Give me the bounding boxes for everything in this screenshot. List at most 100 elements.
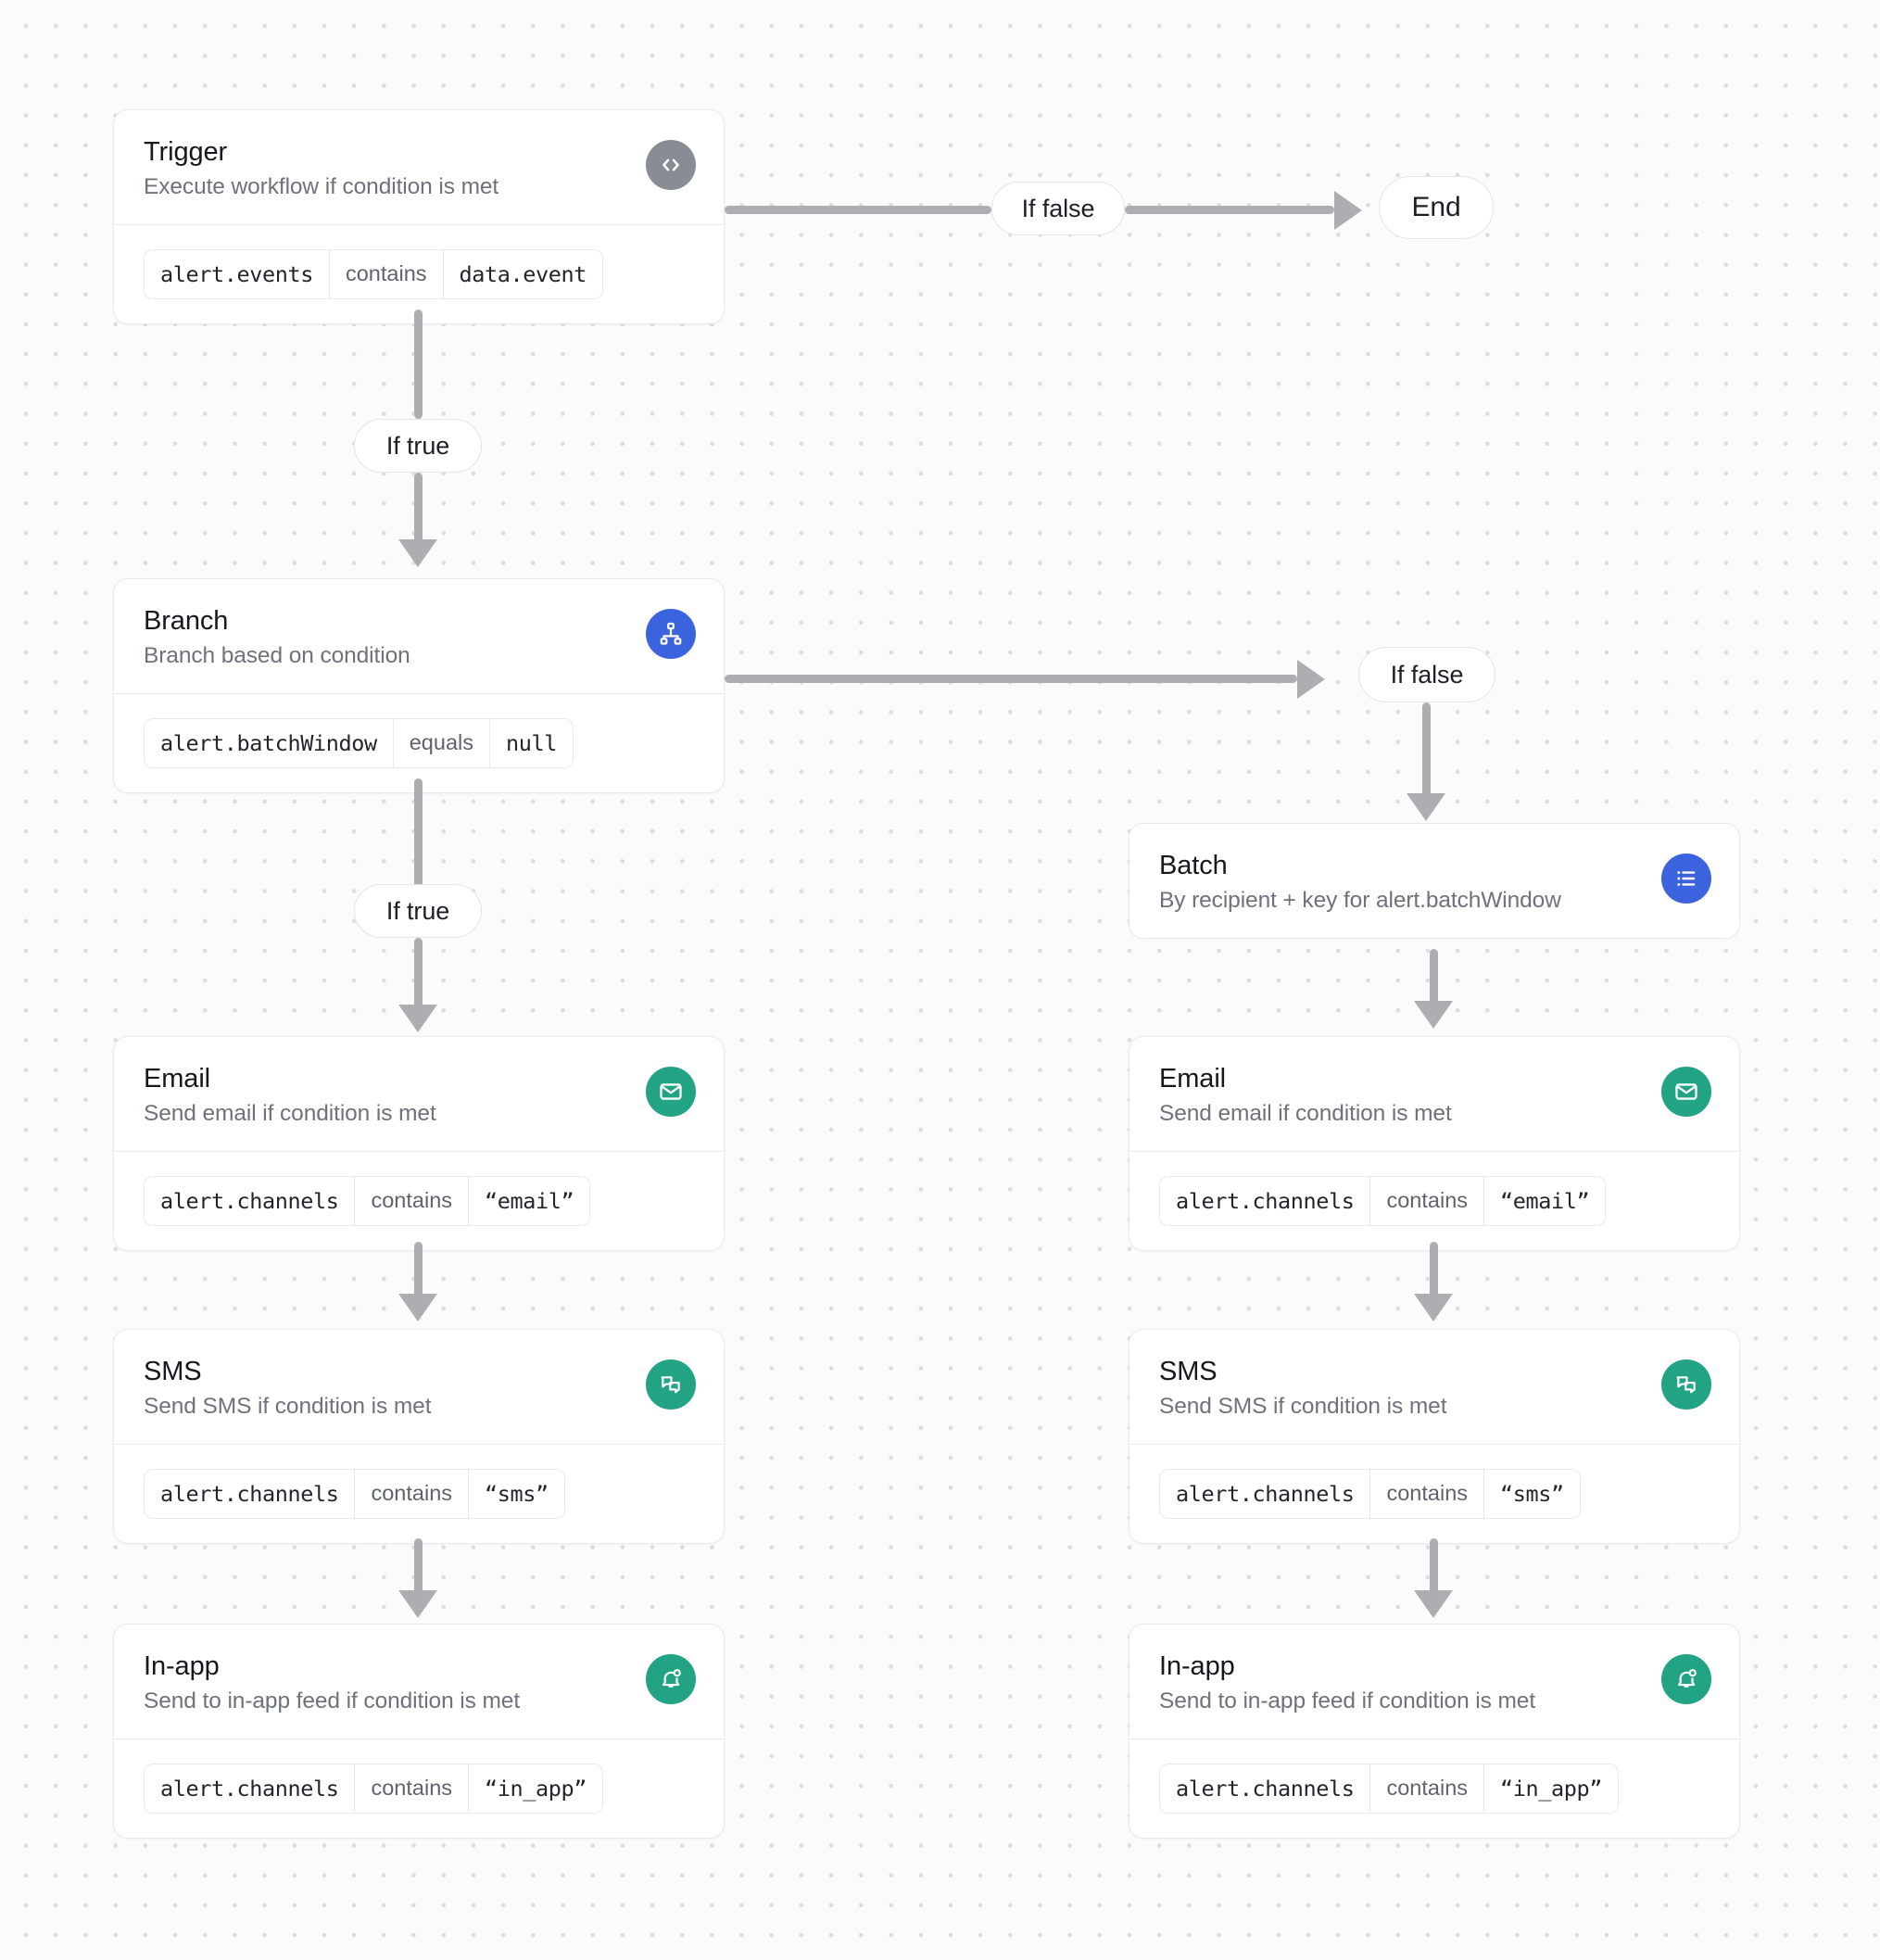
condition-operator: contains	[328, 249, 444, 298]
arrowhead-to-sms-right	[1414, 1294, 1453, 1321]
node-branch[interactable]: Branch Branch based on condition alert.b…	[113, 578, 725, 793]
node-inapp-right-body: alert.channels contains “in_app”	[1129, 1738, 1739, 1838]
bell-badge-icon	[1661, 1654, 1711, 1704]
node-email-right-header: Email Send email if condition is met	[1129, 1037, 1739, 1151]
node-inapp-right-description: Send to in-app feed if condition is met	[1159, 1688, 1536, 1714]
pill-end[interactable]: End	[1379, 176, 1494, 239]
condition-operator: contains	[354, 1469, 470, 1518]
node-email-right-title: Email	[1159, 1064, 1227, 1094]
condition-operator: contains	[354, 1764, 470, 1813]
condition-chip[interactable]: alert.channels contains “email”	[144, 1175, 591, 1226]
condition-field: alert.channels	[1176, 1480, 1355, 1507]
connector-batch-to-email	[1430, 949, 1438, 1006]
node-email-left-body: alert.channels contains “email”	[114, 1150, 724, 1250]
list-icon	[1661, 854, 1711, 904]
condition-chip[interactable]: alert.events contains data.event	[144, 248, 603, 299]
node-sms-left-header: SMS Send SMS if condition is met	[114, 1330, 724, 1444]
condition-operator: contains	[1369, 1764, 1485, 1813]
connector-iffalse-to-end	[1125, 206, 1334, 214]
envelope-icon	[646, 1067, 696, 1117]
node-email-left-description: Send email if condition is met	[144, 1101, 436, 1127]
node-branch-header: Branch Branch based on condition	[114, 579, 724, 693]
node-trigger-description: Execute workflow if condition is met	[144, 174, 499, 200]
node-trigger[interactable]: Trigger Execute workflow if condition is…	[113, 109, 725, 324]
condition-value: “sms”	[1500, 1480, 1564, 1507]
connector-iftrue-to-email	[414, 938, 423, 1012]
arrowhead-to-sms-left	[398, 1294, 437, 1321]
node-inapp-left-body: alert.channels contains “in_app”	[114, 1738, 724, 1838]
condition-chip[interactable]: alert.channels contains “email”	[1159, 1175, 1607, 1226]
condition-field: alert.channels	[160, 1187, 339, 1214]
connector-trigger-to-iffalse	[725, 206, 991, 214]
chat-bubbles-icon	[1661, 1359, 1711, 1410]
condition-field: alert.events	[160, 260, 313, 287]
condition-field: alert.batchWindow	[160, 729, 377, 756]
condition-operator: contains	[354, 1176, 470, 1225]
condition-value: null	[505, 729, 557, 756]
condition-value: “email”	[485, 1187, 574, 1214]
connector-iffalse-to-batch	[1422, 702, 1431, 803]
node-sms-right-header: SMS Send SMS if condition is met	[1129, 1330, 1739, 1444]
arrowhead-to-inapp-right	[1414, 1590, 1453, 1618]
connector-sms-to-inapp-right	[1430, 1538, 1438, 1596]
connector-branch-to-iffalse	[725, 675, 1297, 683]
node-email-right-description: Send email if condition is met	[1159, 1101, 1452, 1127]
node-trigger-header: Trigger Execute workflow if condition is…	[114, 110, 724, 224]
node-branch-body: alert.batchWindow equals null	[114, 692, 724, 792]
connector-branch-to-iftrue	[414, 778, 423, 888]
node-batch[interactable]: Batch By recipient + key for alert.batch…	[1129, 823, 1740, 939]
condition-operator: contains	[1369, 1176, 1485, 1225]
condition-value: “in_app”	[485, 1775, 587, 1802]
connector-email-to-sms-left	[414, 1242, 423, 1299]
node-inapp-left-header: In-app Send to in-app feed if condition …	[114, 1625, 724, 1739]
condition-value: “sms”	[485, 1480, 549, 1507]
condition-field: alert.channels	[160, 1775, 339, 1802]
arrowhead-to-end	[1334, 191, 1362, 230]
pill-branch-if-true[interactable]: If true	[354, 884, 482, 938]
node-inapp-right-title: In-app	[1159, 1651, 1235, 1681]
node-sms-right-title: SMS	[1159, 1357, 1218, 1386]
condition-chip[interactable]: alert.channels contains “sms”	[144, 1468, 565, 1519]
arrowhead-to-branch-iffalse	[1297, 660, 1325, 699]
arrowhead-to-email-left	[398, 1005, 437, 1032]
node-inapp-left[interactable]: In-app Send to in-app feed if condition …	[113, 1624, 725, 1839]
code-brackets-icon	[646, 140, 696, 190]
condition-operator: contains	[1369, 1469, 1485, 1518]
condition-chip[interactable]: alert.channels contains “in_app”	[1159, 1763, 1620, 1814]
node-branch-title: Branch	[144, 606, 229, 636]
node-batch-description: By recipient + key for alert.batchWindow	[1159, 888, 1561, 914]
condition-field: alert.channels	[1176, 1187, 1355, 1214]
arrowhead-to-inapp-left	[398, 1590, 437, 1618]
arrowhead-to-batch	[1407, 793, 1445, 821]
condition-operator: equals	[392, 718, 490, 767]
condition-chip[interactable]: alert.channels contains “sms”	[1159, 1468, 1581, 1519]
node-sms-right-body: alert.channels contains “sms”	[1129, 1443, 1739, 1543]
node-inapp-right[interactable]: In-app Send to in-app feed if condition …	[1129, 1624, 1740, 1839]
node-email-left-header: Email Send email if condition is met	[114, 1037, 724, 1151]
connector-iftrue-to-branch	[414, 473, 423, 547]
node-trigger-body: alert.events contains data.event	[114, 223, 724, 323]
condition-value: “email”	[1500, 1187, 1590, 1214]
pill-trigger-if-false[interactable]: If false	[991, 182, 1125, 235]
hierarchy-icon	[646, 609, 696, 659]
arrowhead-to-email-right	[1414, 1001, 1453, 1029]
node-sms-left-title: SMS	[144, 1357, 202, 1386]
node-branch-description: Branch based on condition	[144, 643, 410, 669]
connector-sms-to-inapp-left	[414, 1538, 423, 1596]
condition-chip[interactable]: alert.batchWindow equals null	[144, 717, 574, 768]
pill-branch-if-false[interactable]: If false	[1358, 647, 1495, 702]
node-sms-left-description: Send SMS if condition is met	[144, 1394, 432, 1420]
condition-field: alert.channels	[1176, 1775, 1355, 1802]
node-sms-left[interactable]: SMS Send SMS if condition is met alert.c…	[113, 1329, 725, 1544]
condition-value: data.event	[459, 260, 587, 287]
bell-badge-icon	[646, 1654, 696, 1704]
node-email-left[interactable]: Email Send email if condition is met ale…	[113, 1036, 725, 1251]
node-email-right[interactable]: Email Send email if condition is met ale…	[1129, 1036, 1740, 1251]
connector-trigger-to-iftrue	[414, 310, 423, 419]
pill-trigger-if-true[interactable]: If true	[354, 419, 482, 473]
node-sms-right[interactable]: SMS Send SMS if condition is met alert.c…	[1129, 1329, 1740, 1544]
condition-value: “in_app”	[1500, 1775, 1603, 1802]
node-trigger-title: Trigger	[144, 137, 228, 167]
condition-chip[interactable]: alert.channels contains “in_app”	[144, 1763, 604, 1814]
